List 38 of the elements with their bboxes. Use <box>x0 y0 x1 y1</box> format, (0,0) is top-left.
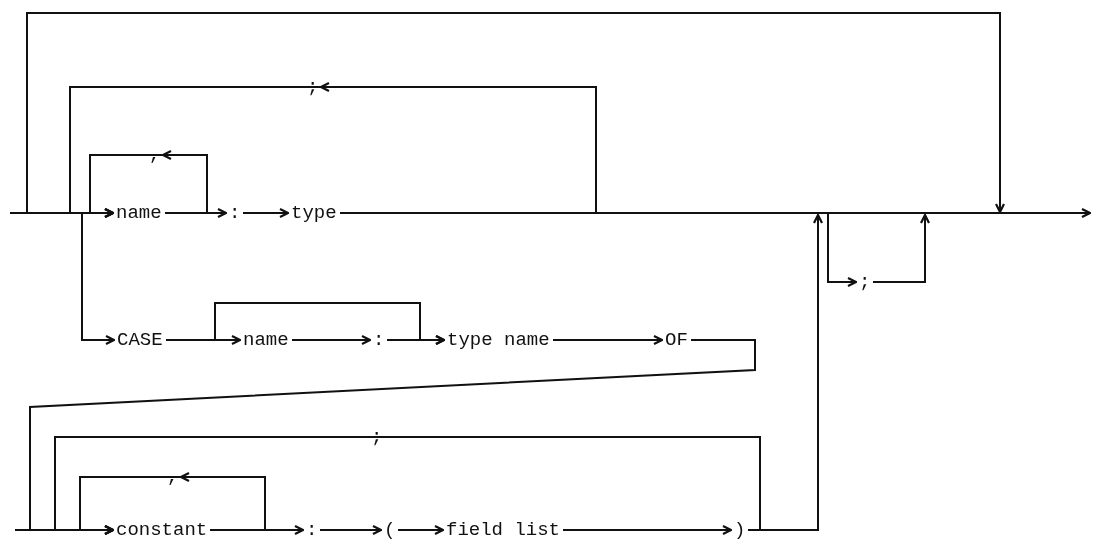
syntax-term: name <box>240 329 292 351</box>
syntax-term: name <box>113 202 165 224</box>
arrow <box>827 212 858 288</box>
arrow <box>339 207 1092 219</box>
arrow <box>242 207 290 219</box>
arrow <box>562 524 733 536</box>
arrow <box>69 86 322 219</box>
arrow <box>291 334 372 346</box>
arrow <box>54 436 386 536</box>
syntax-term: ( <box>381 519 399 541</box>
connector-line <box>384 436 761 531</box>
arrow <box>81 212 116 346</box>
arrow <box>161 149 208 214</box>
arrow <box>397 524 445 536</box>
syntax-term: ; <box>304 76 322 98</box>
syntax-term: : <box>226 202 244 224</box>
syntax-term: : <box>303 519 321 541</box>
arrow <box>179 471 266 531</box>
arrow <box>319 524 383 536</box>
arrow <box>209 524 305 536</box>
syntax-term: : <box>370 329 388 351</box>
arrow <box>386 334 446 346</box>
syntax-term: CASE <box>114 329 166 351</box>
syntax-term: type name <box>444 329 553 351</box>
syntax-term: type <box>288 202 340 224</box>
arrow <box>747 213 824 531</box>
syntax-term: , <box>164 466 182 488</box>
syntax-term: ) <box>731 519 749 541</box>
syntax-term: ; <box>368 426 386 448</box>
syntax-term: constant <box>113 519 211 541</box>
arrow <box>164 207 228 219</box>
syntax-term: OF <box>662 329 691 351</box>
syntax-term: , <box>146 144 164 166</box>
syntax-term: ; <box>856 271 874 293</box>
arrow <box>319 81 597 214</box>
syntax-term: field list <box>443 519 564 541</box>
arrow <box>552 334 664 346</box>
arrow <box>872 213 931 283</box>
